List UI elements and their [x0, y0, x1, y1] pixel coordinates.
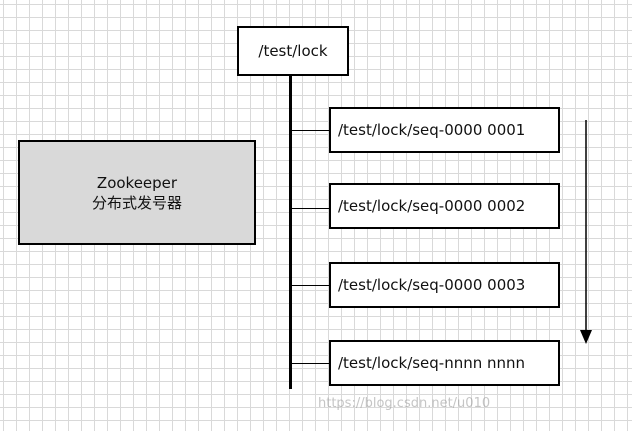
sequence-node-label: /test/lock/seq-0000 0003 — [338, 276, 526, 294]
sequence-node-1: /test/lock/seq-0000 0001 — [329, 107, 560, 153]
watermark: https://blog.csdn.net/u010 — [318, 396, 491, 411]
sequence-node-2: /test/lock/seq-0000 0002 — [329, 183, 560, 229]
branch-line-2 — [291, 285, 329, 286]
zookeeper-generator-box: Zookeeper 分布式发号器 — [18, 140, 256, 245]
root-node-label: /test/lock — [258, 42, 328, 60]
tree-trunk-line — [289, 76, 292, 389]
generator-subtitle: 分布式发号器 — [91, 193, 182, 212]
sequence-node-label: /test/lock/seq-0000 0001 — [338, 121, 526, 139]
sequence-node-label: /test/lock/seq-0000 0002 — [338, 197, 526, 215]
branch-line-3 — [291, 363, 329, 364]
arrow-down-icon — [580, 120, 592, 344]
sequence-node-3: /test/lock/seq-0000 0003 — [329, 262, 560, 308]
generator-title: Zookeeper — [96, 173, 178, 192]
root-node-test-lock: /test/lock — [237, 26, 349, 76]
branch-line-1 — [291, 208, 329, 209]
branch-line-0 — [291, 130, 329, 131]
sequence-node-label: /test/lock/seq-nnnn nnnn — [338, 354, 526, 372]
sequence-node-n: /test/lock/seq-nnnn nnnn — [329, 340, 560, 386]
